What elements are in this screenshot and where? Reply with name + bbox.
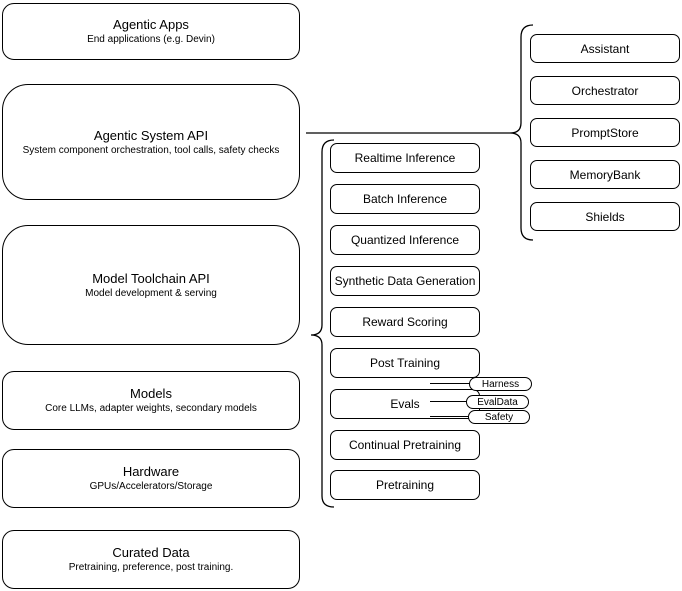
node-evals: Evals: [330, 389, 480, 419]
node-title: Agentic System API: [93, 127, 209, 143]
node-label: Batch Inference: [362, 192, 448, 206]
system-components-brace: [509, 24, 534, 241]
node-label: Evals: [390, 397, 420, 411]
node-continual-pretraining: Continual Pretraining: [330, 430, 480, 460]
harness-connector-stub: [430, 383, 472, 384]
node-batch-inference: Batch Inference: [330, 184, 480, 214]
tag-label: Harness: [481, 378, 520, 390]
node-label: Realtime Inference: [354, 151, 456, 165]
box-agentic-system-api: Agentic System API System component orch…: [2, 84, 300, 200]
node-assistant: Assistant: [530, 34, 680, 63]
node-subtitle: Pretraining, preference, post training.: [68, 562, 234, 573]
node-label: Orchestrator: [571, 83, 639, 98]
node-label: Continual Pretraining: [348, 438, 462, 452]
node-subtitle: Model development & serving: [85, 287, 217, 299]
safety-connector-stub: [430, 416, 471, 417]
toolchain-services-brace: [310, 139, 335, 508]
node-shields: Shields: [530, 202, 680, 231]
node-label: Pretraining: [375, 478, 435, 492]
box-hardware: Hardware GPUs/Accelerators/Storage: [2, 449, 300, 508]
node-post-training: Post Training: [330, 348, 480, 378]
node-subtitle: GPUs/Accelerators/Storage: [89, 481, 213, 492]
tag-evaldata: EvalData: [466, 395, 529, 409]
node-memorybank: MemoryBank: [530, 160, 680, 189]
node-orchestrator: Orchestrator: [530, 76, 680, 105]
evaldata-connector-stub: [430, 401, 469, 402]
node-subtitle: End applications (e.g. Devin): [87, 34, 215, 45]
node-promptstore: PromptStore: [530, 118, 680, 147]
tag-label: Safety: [484, 411, 514, 423]
node-title: Curated Data: [112, 545, 190, 560]
tag-harness: Harness: [469, 377, 532, 391]
node-synthetic-data-generation: Synthetic Data Generation: [330, 266, 480, 296]
node-pretraining: Pretraining: [330, 470, 480, 500]
node-reward-scoring: Reward Scoring: [330, 307, 480, 337]
node-label: MemoryBank: [569, 167, 641, 182]
node-quantized-inference: Quantized Inference: [330, 225, 480, 255]
node-label: Quantized Inference: [350, 233, 460, 247]
node-label: Reward Scoring: [362, 315, 448, 329]
box-agentic-apps: Agentic Apps End applications (e.g. Devi…: [2, 3, 300, 60]
node-title: Hardware: [122, 464, 180, 479]
node-subtitle: Core LLMs, adapter weights, secondary mo…: [45, 403, 257, 414]
node-title: Agentic Apps: [113, 17, 189, 32]
node-realtime-inference: Realtime Inference: [330, 143, 480, 173]
node-label: Synthetic Data Generation: [334, 274, 476, 288]
tag-label: EvalData: [477, 396, 518, 408]
box-models: Models Core LLMs, adapter weights, secon…: [2, 371, 300, 430]
node-title: Model Toolchain API: [92, 270, 210, 286]
node-title: Models: [130, 386, 172, 401]
node-subtitle: System component orchestration, tool cal…: [22, 144, 280, 156]
box-curated-data: Curated Data Pretraining, preference, po…: [2, 530, 300, 589]
tag-safety: Safety: [468, 410, 530, 424]
box-model-toolchain-api: Model Toolchain API Model development & …: [2, 225, 300, 345]
node-label: Shields: [585, 209, 625, 224]
node-label: PromptStore: [571, 125, 639, 140]
node-label: Post Training: [369, 356, 441, 370]
node-label: Assistant: [580, 41, 630, 56]
